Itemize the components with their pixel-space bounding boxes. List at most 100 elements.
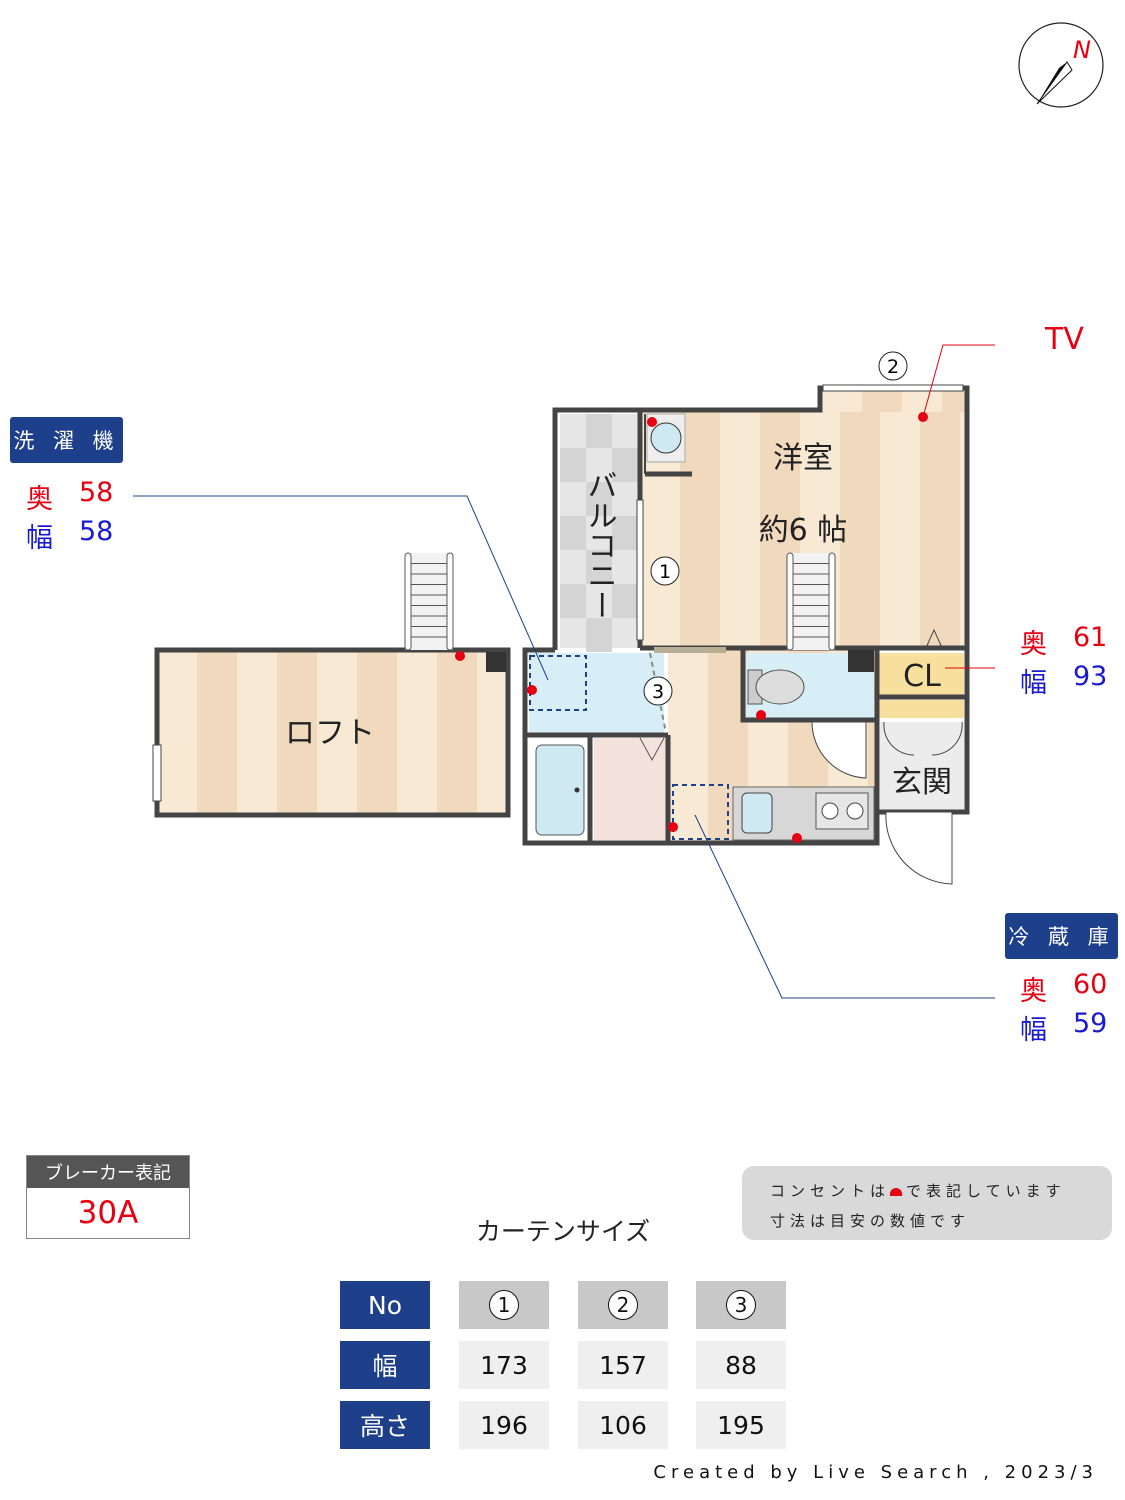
toilet: [755, 669, 805, 705]
floor-stripe: [157, 650, 197, 815]
curtain-marker-3: 3: [643, 676, 673, 706]
room-label-western: 洋室: [773, 441, 833, 476]
bathroom-floor: [594, 738, 666, 840]
footer-credit: Created by Live Search , 2023/3: [653, 1462, 1098, 1483]
window-1: [636, 499, 644, 641]
floor-stripe: [317, 650, 357, 815]
floor-stripe: [902, 390, 942, 412]
floor-stripe: [880, 410, 920, 650]
balcony-tile: [612, 516, 638, 550]
floor-stripe: [397, 650, 437, 815]
window-number: 3: [726, 1290, 756, 1320]
floor-stripe: [197, 650, 237, 815]
room-label-closet: CL: [903, 659, 941, 694]
floor-stripe: [237, 650, 277, 815]
washer-leader-line: [133, 495, 549, 681]
room-size-western: 約6 帖: [759, 513, 848, 548]
room-label-balcony: バルコニー: [582, 470, 617, 620]
breaker-label: ブレーカー表記: [27, 1156, 189, 1188]
outlet-icons: [455, 412, 928, 843]
north-arrow-icon: [1036, 61, 1073, 105]
entrance-door: [884, 811, 953, 885]
floor-stripe: [840, 410, 880, 650]
washbasin: [650, 422, 682, 454]
floor-stripe: [277, 650, 317, 815]
note-line1: コンセントはで表記しています: [770, 1182, 1066, 1200]
tv-leader-line: [922, 344, 995, 418]
sink: [741, 792, 773, 834]
room-label-entrance: 玄関: [892, 765, 952, 800]
balcony-tile: [586, 618, 612, 652]
table-header-window-3: 3: [696, 1281, 786, 1329]
floor-stripe: [942, 390, 967, 412]
floor-stripe: [920, 410, 960, 650]
table-cell: 106: [578, 1401, 668, 1449]
floor-stripe: [680, 410, 720, 650]
note-line2: 寸法は目安の数値です: [770, 1212, 971, 1230]
door-rail: [654, 647, 726, 653]
window-number: 1: [489, 1290, 519, 1320]
washer-badge: 洗 濯 機: [10, 417, 123, 463]
balcony-tile: [612, 584, 638, 618]
svg-text:2: 2: [887, 356, 899, 378]
closet-doors: [883, 721, 963, 756]
balcony-tile: [612, 448, 638, 482]
floor-stripe: [437, 650, 477, 815]
note-box: コンセントはで表記しています 寸法は目安の数値です: [742, 1166, 1112, 1240]
table-row-label: 幅: [340, 1341, 430, 1389]
floor-plan: 洋室 約6 帖 ロフト CL 玄関 バルコニー 1 2 3 TV: [133, 322, 1084, 999]
fridge-leader-line: [694, 814, 995, 999]
breaker-box: ブレーカー表記 30A: [26, 1155, 190, 1239]
curtain-marker-1: 1: [650, 556, 680, 586]
tv-label: TV: [1044, 322, 1084, 357]
ladder-icon: [404, 552, 454, 651]
balcony-tile: [586, 482, 612, 516]
window-2: [822, 384, 964, 392]
bathtub: [535, 744, 585, 836]
washer-space: [529, 655, 587, 711]
table-cell: 196: [459, 1401, 549, 1449]
curtain-marker-2: 2: [878, 351, 908, 381]
fridge-badge: 冷 蔵 庫: [1005, 913, 1118, 959]
floor-stripe: [868, 650, 877, 843]
table-header-no: No: [340, 1281, 430, 1329]
balcony-tile: [560, 448, 586, 482]
svg-text:3: 3: [652, 681, 664, 703]
floor-stripe: [357, 650, 397, 815]
toilet-door: [811, 721, 867, 779]
north-label: N: [1073, 36, 1091, 64]
floor-stripe: [960, 410, 967, 650]
compass: N: [1018, 22, 1104, 108]
room-label-loft: ロフト: [285, 716, 375, 751]
breaker-value: 30A: [77, 1195, 139, 1231]
table-cell: 173: [459, 1341, 549, 1389]
floor-stripe: [668, 650, 708, 843]
balcony-tile: [586, 414, 612, 448]
window-number: 2: [608, 1290, 638, 1320]
svg-text:1: 1: [659, 561, 671, 583]
table-row-label: 高さ: [340, 1401, 430, 1449]
floor-stripe: [477, 650, 508, 815]
table-header-window-2: 2: [578, 1281, 668, 1329]
balcony-tile: [560, 584, 586, 618]
balcony-tile: [560, 516, 586, 550]
balcony-tile: [586, 550, 612, 584]
table-header-window-1: 1: [459, 1281, 549, 1329]
floor-stripe: [720, 410, 760, 650]
table-cell: 157: [578, 1341, 668, 1389]
washroom-area: [529, 653, 664, 733]
outlet-icon: [890, 1188, 903, 1196]
closet-area: [878, 653, 964, 695]
entrance-area: [880, 722, 964, 810]
floor-stripe: [822, 390, 862, 412]
loft-window: [152, 744, 162, 802]
ladder-icon: [786, 552, 836, 651]
loft-walls: [154, 647, 511, 818]
table-cell: 195: [696, 1401, 786, 1449]
